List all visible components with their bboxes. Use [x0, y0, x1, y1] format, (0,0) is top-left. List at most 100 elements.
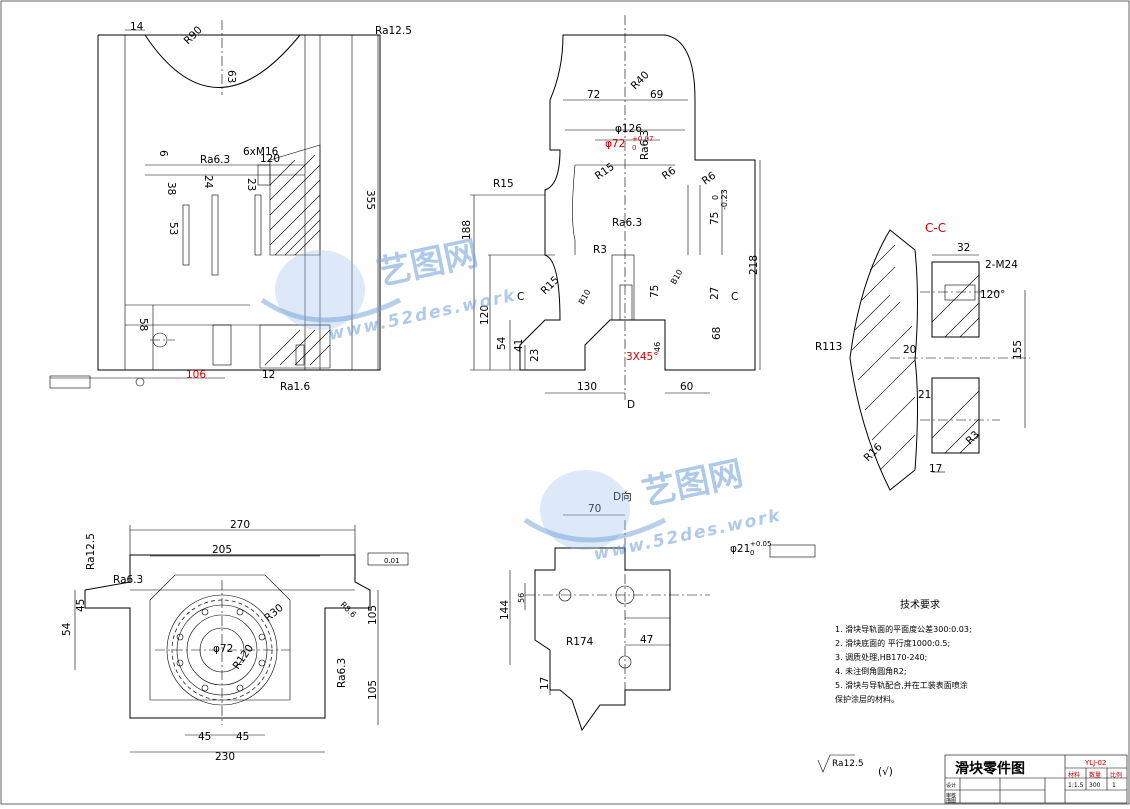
- vd-dim-phi21: φ21: [730, 543, 750, 555]
- drawing-title: 滑块零件图: [955, 760, 1025, 777]
- side-label-c-left: C: [517, 291, 524, 303]
- top-dim-270: 270: [230, 519, 250, 531]
- side-dim-r15a: R15: [493, 178, 514, 190]
- front-dim-r90: R90: [182, 24, 205, 47]
- side-dim-72: 72: [587, 89, 600, 101]
- cc-dim-r113: R113: [815, 341, 842, 353]
- top-view: 270 205 Ra12.5 Ra6.3 0.01 45 54 R8.6 R30…: [61, 519, 409, 763]
- view-d: D向 70 φ21 +0.05 0 144 56 R174 47 17: [499, 490, 816, 732]
- top-dim-phi72: φ72: [213, 643, 233, 655]
- vd-dim-144: 144: [499, 600, 511, 620]
- watermark-upper: 艺图网 www.52des.work: [260, 233, 518, 345]
- tech-req-3: 3. 调质处理,HB170-240;: [835, 652, 927, 662]
- front-dim-ra12: Ra12.5: [375, 25, 412, 37]
- side-dim-27: 27: [709, 287, 721, 300]
- top-dim-ra125: Ra12.5: [85, 533, 97, 570]
- cc-dim-r16: R16: [862, 441, 885, 464]
- side-dim-60: 60: [680, 381, 693, 393]
- front-dim-12: 12: [262, 369, 275, 381]
- top-dim-105a: 105: [367, 605, 379, 625]
- tb-row-draw: 描图: [946, 797, 956, 804]
- vd-dim-17: 17: [539, 677, 551, 690]
- watermark-upper-text: 艺图网: [374, 233, 482, 293]
- general-roughness: Ra12.5 (√): [817, 754, 893, 778]
- technical-requirements: 技术要求 1. 滑块导轨面的平面度公差300:0.03; 2. 滑块底面的 平行…: [835, 598, 972, 704]
- top-dim-ra63a: Ra6.3: [113, 574, 143, 586]
- tech-req-4: 4. 未注倒角圆角R2;: [835, 666, 907, 676]
- side-dim-r6b: R6: [700, 169, 719, 187]
- top-dim-45c: 45: [236, 731, 249, 743]
- top-dim-230: 230: [215, 751, 235, 763]
- front-dim-ra16: Ra1.6: [280, 381, 311, 393]
- drawing-number: YLJ-02: [1084, 759, 1106, 767]
- side-dim-b10b: B10: [669, 268, 685, 286]
- side-dim-54: 54: [496, 336, 508, 350]
- top-dim-ra63b: Ra6.3: [336, 658, 348, 688]
- tb-cell-qty-val: 1: [1112, 782, 1116, 789]
- side-dim-r6a: R6: [660, 164, 679, 182]
- side-dim-r3: R3: [593, 244, 607, 256]
- side-dim-120: 120: [479, 305, 491, 325]
- vd-dim-70: 70: [588, 503, 601, 515]
- roughness-general-label: Ra12.5: [832, 759, 864, 769]
- cc-dim-20: 20: [903, 344, 916, 356]
- side-dim-218: 218: [748, 255, 760, 275]
- tb-cell-scale: 比例: [1110, 771, 1122, 779]
- tb-cell-mat-val: 300: [1089, 782, 1101, 789]
- front-dim-ra63: Ra6.3: [200, 154, 230, 166]
- roughness-rest-label: (√): [878, 766, 893, 778]
- front-dim-23: 23: [245, 178, 257, 191]
- tb-row-design: 设计: [946, 782, 956, 789]
- side-dim-b10a: B10: [577, 288, 593, 306]
- top-dim-205: 205: [212, 544, 232, 556]
- vd-dim-tol-up: +0.05: [750, 540, 771, 548]
- side-dim-130: 130: [577, 381, 597, 393]
- side-dim-75b: 75: [649, 285, 661, 298]
- vd-dim-tol-low: 0: [750, 549, 754, 557]
- cc-dim-17: 17: [929, 463, 942, 475]
- tech-req-6: 保护涂层的材料。: [835, 694, 899, 704]
- front-dim-53: 53: [167, 222, 179, 235]
- bolt-hole-circle: [176, 608, 266, 692]
- side-dim-ra63a: Ra6.3: [639, 130, 651, 160]
- side-dim-r15c: R15: [539, 274, 562, 297]
- top-dim-r30: R30: [262, 602, 286, 624]
- top-dim-r86: R8.6: [339, 600, 358, 619]
- side-dim-46: 46: [653, 342, 662, 352]
- front-dim-355: 355: [364, 190, 376, 210]
- vd-dim-r174: R174: [566, 636, 594, 648]
- top-dim-105b: 105: [367, 680, 379, 700]
- top-dim-tol: 0.01: [384, 557, 400, 565]
- tech-req-heading: 技术要求: [900, 598, 940, 611]
- front-dim-38: 38: [165, 182, 177, 195]
- section-cc-view: C-C 32 2-M24 120° R113 20 155 21 R3 R16 …: [815, 221, 1030, 491]
- tech-req-1: 1. 滑块导轨面的平面度公差300:0.03;: [835, 624, 972, 634]
- tb-cell-scale-val: 1:1.5: [1068, 782, 1084, 789]
- cc-dim-21: 21: [918, 389, 931, 401]
- side-dim-tol-up: +0.07: [632, 135, 653, 143]
- watermark-lower-text: 艺图网: [639, 453, 747, 513]
- side-dim-75-tol: -0.23: [720, 189, 729, 210]
- side-dim-phi72: φ72: [605, 138, 625, 150]
- cc-dim-120deg: 120°: [980, 289, 1005, 301]
- tb-cell-qty: 数量: [1089, 771, 1101, 779]
- top-dim-45b: 45: [198, 731, 211, 743]
- side-view: 72 69 R40 φ126 φ72 +0.07 0 Ra6.3 R15 R15…: [461, 15, 761, 411]
- side-dim-69: 69: [650, 89, 663, 101]
- front-dim-63: 63: [225, 70, 237, 83]
- side-dim-r40: R40: [629, 69, 652, 92]
- side-dim-75-tol0: 0: [711, 195, 720, 200]
- title-block: 滑块零件图 YLJ-02 材料 数量 比例 1:1.5 300 1 设计 审核 …: [944, 754, 1128, 804]
- side-dim-68: 68: [711, 327, 723, 340]
- front-dim-6xm16: 6xM16: [243, 146, 279, 158]
- side-dim-r15b: R15: [593, 161, 617, 183]
- tb-row-review: 审核: [946, 792, 956, 799]
- view-d-label: D向: [613, 490, 632, 503]
- front-dim-24: 24: [202, 175, 214, 189]
- front-dim-120: 120: [260, 153, 280, 165]
- section-cc-label: C-C: [925, 221, 946, 235]
- tech-req-5: 5. 滑块与导轨配合,并在工装表面喷涂: [835, 680, 968, 690]
